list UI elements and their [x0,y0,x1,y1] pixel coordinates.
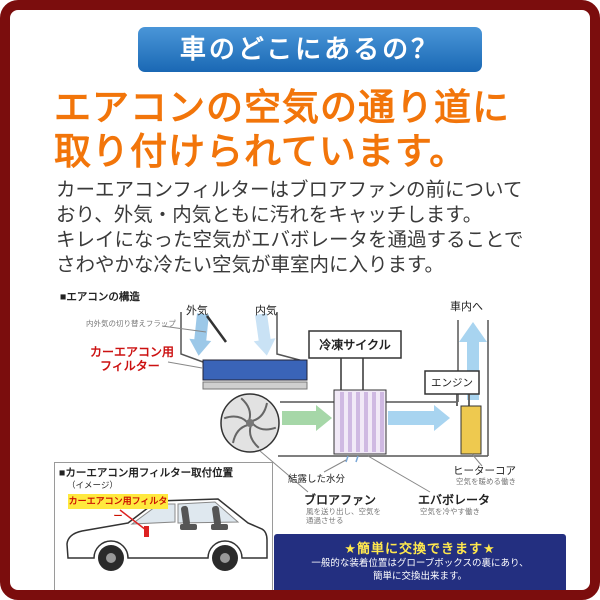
inside-air-label: 内気 [255,305,277,317]
note-line1: 一般的な装着位置はグローブボックスの裏にあり、 [311,558,529,569]
headline-line1: エアコンの空気の通り道に [54,87,510,128]
description-paragraph: カーエアコンフィルターはブロアファンの前について おり、外気・内気ともに汚れをキ… [56,178,523,278]
note-line2: 簡単に交換出来ます。 [372,571,468,582]
engine-label: エンジン [431,377,473,389]
blower-fan-note2: 通過させる [306,516,344,525]
outside-air-arrow [189,313,212,356]
banner-title: 車のどこにあるの？ [138,27,482,72]
note-title: ★簡単に交換できます★ [344,541,496,556]
diagram-title: ■エアコンの構造 [60,291,140,303]
intake-duct-lines [180,312,308,363]
cabin-filter-shape [202,359,308,381]
easy-replace-note: ★簡単に交換できます★ 一般的な装着位置はグローブボックスの裏にあり、 簡単に交… [274,534,566,590]
evaporator-note: 空気を冷やす働き [420,507,480,516]
to-cabin-label: 車内へ [450,301,483,313]
refrigeration-cycle-label: 冷凍サイクル [319,338,391,352]
heater-core-shape [460,405,482,455]
heater-core-label: ヒーターコア [453,465,516,477]
headline: エアコンの空気の通り道に 取り付けられています。 [54,86,510,174]
heater-core-note: 空気を暖める働き [456,477,516,486]
inset-title: ■カーエアコン用フィルター取付位置 [59,467,234,479]
intake-flap [205,315,228,343]
description-line: おり、外気・内気ともに汚れをキャッチします。 [56,204,483,226]
description-line: キレイになった空気がエバボレータを通過することで [56,229,524,251]
airflow-arrow-green [282,405,332,431]
airflow-arrow-blue [388,405,450,431]
headline-line2: 取り付けられています。 [54,131,468,172]
filter-tray [202,381,308,390]
filter-label-line2: フィルター [100,359,160,373]
description-line: さわやかな冷たい空気が車室内に入ります。 [56,254,445,276]
filter-position-tag: カーエアコン用フィルター [68,494,168,521]
evaporator-shape [333,389,387,455]
flap-note: 内外気の切り替えフラップ [86,319,176,328]
blower-fan-shape [220,393,280,453]
description-line: カーエアコンフィルターはブロアファンの前について [56,179,523,201]
inside-air-arrow [253,313,276,356]
inset-subtitle: （イメージ） [67,480,118,490]
condensation-drips [345,455,359,463]
condensation-label: 結露した水分 [288,474,346,485]
outside-air-label: 外気 [186,305,208,317]
filter-label-line1: カーエアコン用 [90,345,175,359]
blower-fan-note1: 風を送り出し、空気を [306,507,381,516]
blower-fan-label: ブロアファン [304,493,377,507]
evaporator-label: エバボレータ [418,493,491,507]
